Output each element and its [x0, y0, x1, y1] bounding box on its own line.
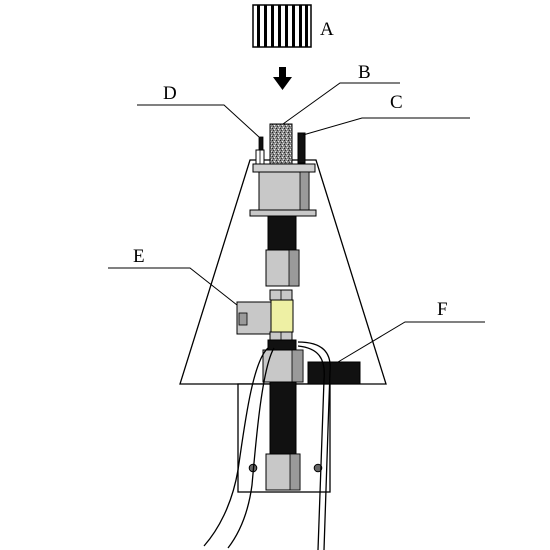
leader-f: F: [337, 299, 485, 363]
coupling: [265, 249, 300, 287]
leader-c: C: [302, 92, 470, 136]
top-holder: [249, 163, 317, 217]
rod-c: [297, 132, 306, 164]
label-e: E: [133, 246, 145, 267]
lower-shaft-assembly: [262, 339, 304, 491]
leader-e: E: [108, 246, 238, 306]
label-f: F: [437, 299, 448, 320]
cables: [203, 341, 331, 550]
sample-b: [269, 123, 293, 167]
block-f: [307, 361, 361, 385]
connector-e: [236, 299, 294, 335]
label-a: A: [320, 19, 334, 40]
label-d: D: [163, 83, 177, 104]
shaft-upper: [267, 215, 297, 251]
label-b: B: [358, 62, 371, 83]
leader-b: B: [282, 62, 400, 125]
down-arrow-icon: [273, 67, 292, 90]
leader-d: D: [137, 83, 260, 138]
sample-grid-a: A: [252, 4, 334, 48]
label-c: C: [390, 92, 403, 113]
sample-grid-stripes: [257, 5, 308, 47]
